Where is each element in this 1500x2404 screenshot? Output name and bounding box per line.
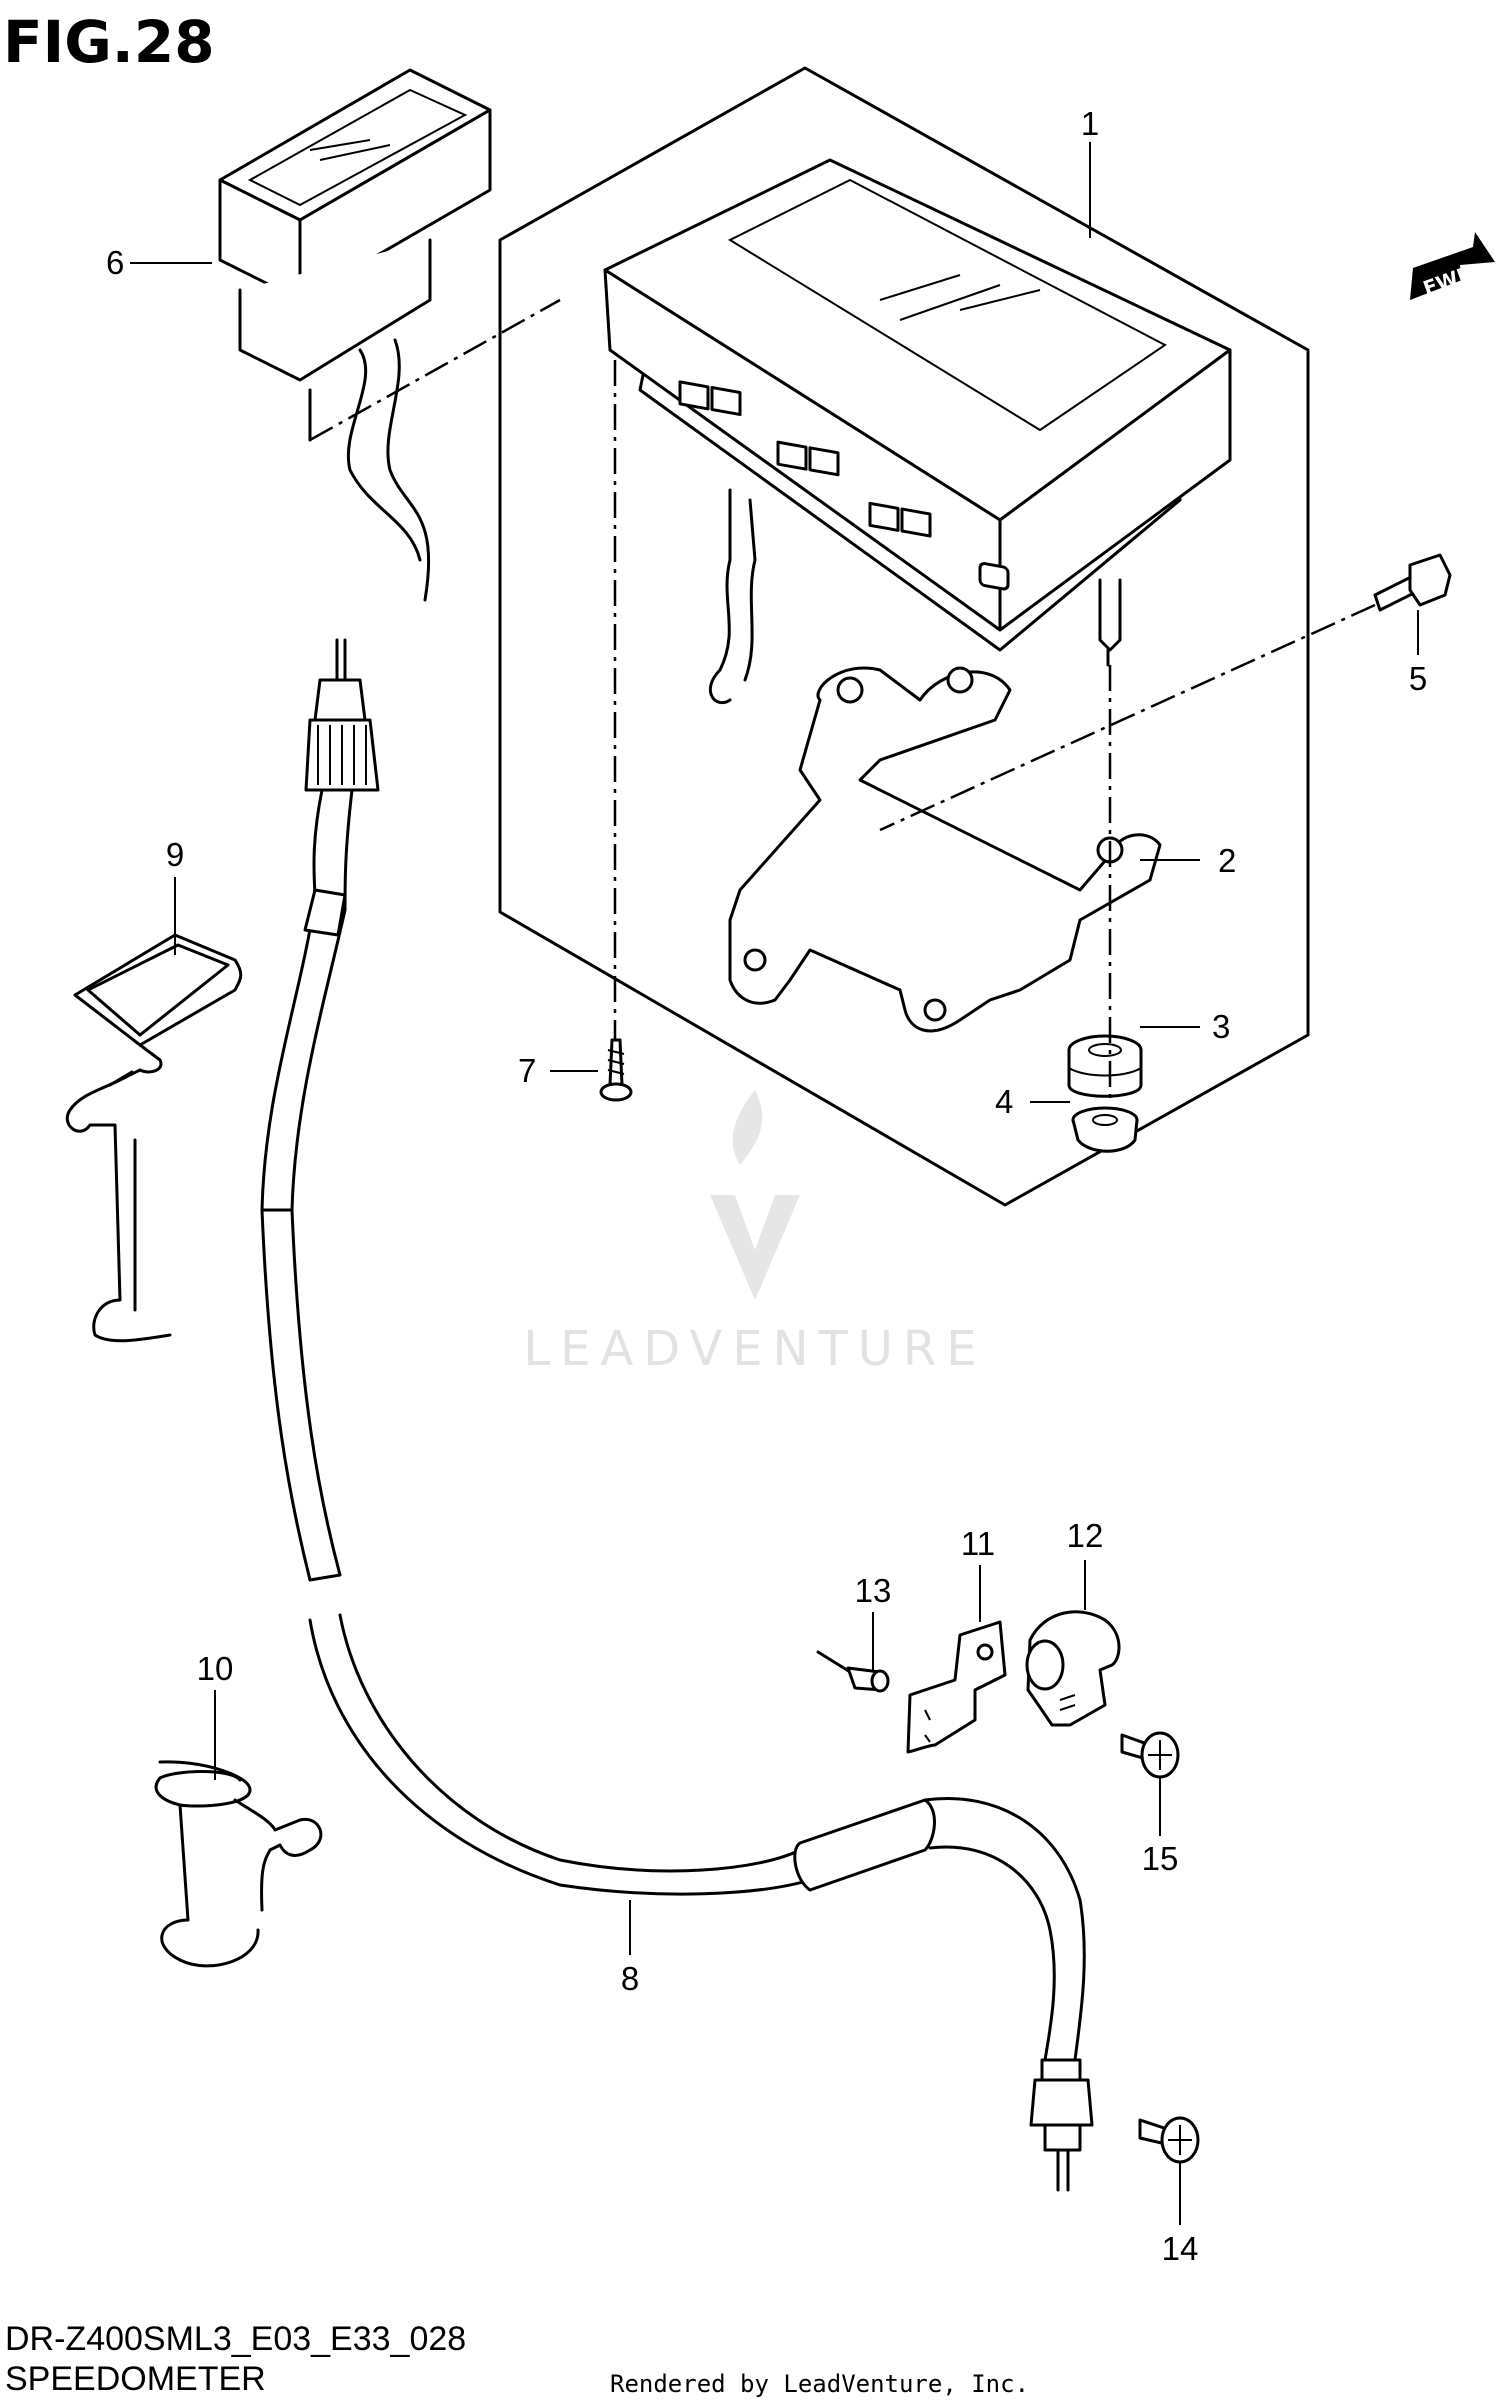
render-credit: Rendered by LeadVenture, Inc. [610,2370,1029,2398]
callout-14: 14 [1162,2230,1199,2267]
callout-7: 7 [518,1052,536,1089]
callout-5: 5 [1409,660,1427,697]
callout-15: 15 [1142,1840,1179,1877]
callout-6: 6 [106,244,124,281]
speedometer-meter [603,158,1232,705]
callout-2: 2 [1218,842,1236,879]
callout-3: 3 [1212,1008,1230,1045]
figure-caption: SPEEDOMETER [5,2360,266,2398]
screw-15 [1120,1731,1180,1779]
rivet-13 [816,1650,890,1693]
clamp-10 [154,1760,323,1968]
collar [1071,1106,1139,1153]
assembly-box-outline [498,66,1310,1207]
meter-cover [218,68,492,602]
callout-12: 12 [1067,1517,1104,1554]
speedometer-cable [260,638,1094,2192]
screw-7 [599,1038,633,1102]
clamp-9 [66,933,243,1343]
rubber-cushion [1067,1034,1143,1098]
forward-arrow-icon: FWD [1410,232,1495,301]
callout-1: 1 [1081,105,1099,142]
clamp-11 [906,1620,1007,1754]
figure-title: FIG.28 [3,8,215,76]
callout-11: 11 [961,1525,995,1562]
mounting-bracket [728,666,1162,1033]
callout-8: 8 [621,1960,639,1997]
callout-10: 10 [197,1650,234,1687]
model-code: DR-Z400SML3_E03_E33_028 [5,2320,466,2358]
centerline-cover [309,298,561,442]
watermark-logo: LEADVENTURE [523,1090,986,1377]
clamp-12 [1025,1610,1121,1727]
callout-labels: 1 2 3 4 5 6 7 8 9 10 11 12 13 14 15 [106,105,1427,2267]
screw-14 [1138,2116,1200,2164]
leader-lines [130,142,1419,2225]
bolt [1373,553,1452,612]
watermark-text: LEADVENTURE [523,1321,986,1377]
centerline-bolt [879,603,1376,832]
callout-13: 13 [855,1572,892,1609]
callout-4: 4 [995,1083,1013,1120]
callout-9: 9 [166,836,184,873]
